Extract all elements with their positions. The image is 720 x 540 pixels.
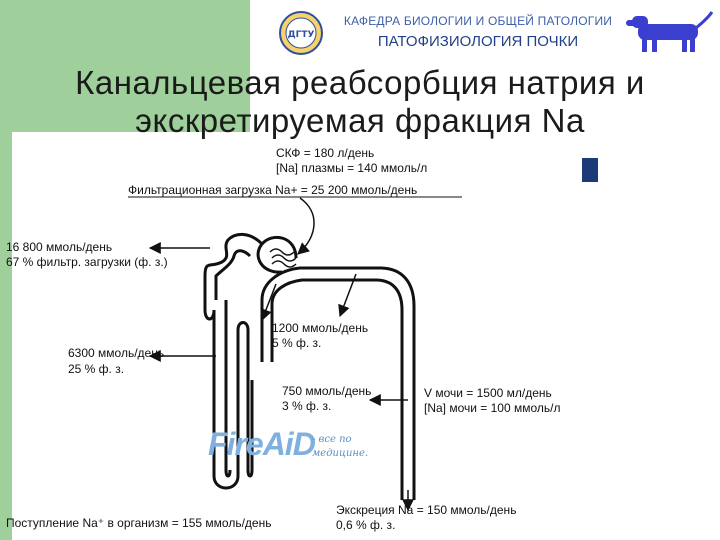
fireaid-brand: FireAiD [208, 426, 315, 463]
proximal-amount-label: 16 800 ммоль/день [6, 240, 112, 254]
loop-amount-label: 6300 ммоль/день [68, 346, 164, 360]
fireaid-tagline-2: медицине. [312, 448, 368, 459]
distal-percent-label: 5 % ф. з. [272, 336, 321, 350]
filtered-load-label: Фильтрационная загрузка Na+ = 25 200 ммо… [128, 183, 417, 197]
excretion-percent-label: 0,6 % ф. з. [336, 518, 395, 532]
collecting-percent-label: 3 % ф. з. [282, 399, 331, 413]
distal-amount-label: 1200 ммоль/день [272, 321, 368, 335]
filtration-arrow [298, 198, 314, 254]
urine-na-label: [Na] мочи = 100 ммоль/л [424, 401, 561, 415]
loop-percent-label: 25 % ф. з. [68, 362, 124, 376]
fireaid-tagline-1: - все по [312, 434, 352, 445]
proximal-percent-label: 67 % фильтр. загрузки (ф. з.) [6, 255, 168, 269]
excretion-label: Экскреция Na = 150 ммоль/день [336, 503, 516, 517]
glomerulus-capillaries [270, 249, 296, 267]
collecting-amount-label: 750 ммоль/день [282, 384, 371, 398]
gfr-label: СКФ = 180 л/день [276, 146, 374, 160]
urine-volume-label: V мочи = 1500 мл/день [424, 386, 552, 400]
fireaid-watermark: FireAiD - все по медицине. [208, 424, 378, 468]
intake-label: Поступление Na⁺ в организм = 155 ммоль/д… [6, 516, 271, 530]
plasma-na-label: [Na] плазмы = 140 ммоль/л [276, 161, 427, 175]
